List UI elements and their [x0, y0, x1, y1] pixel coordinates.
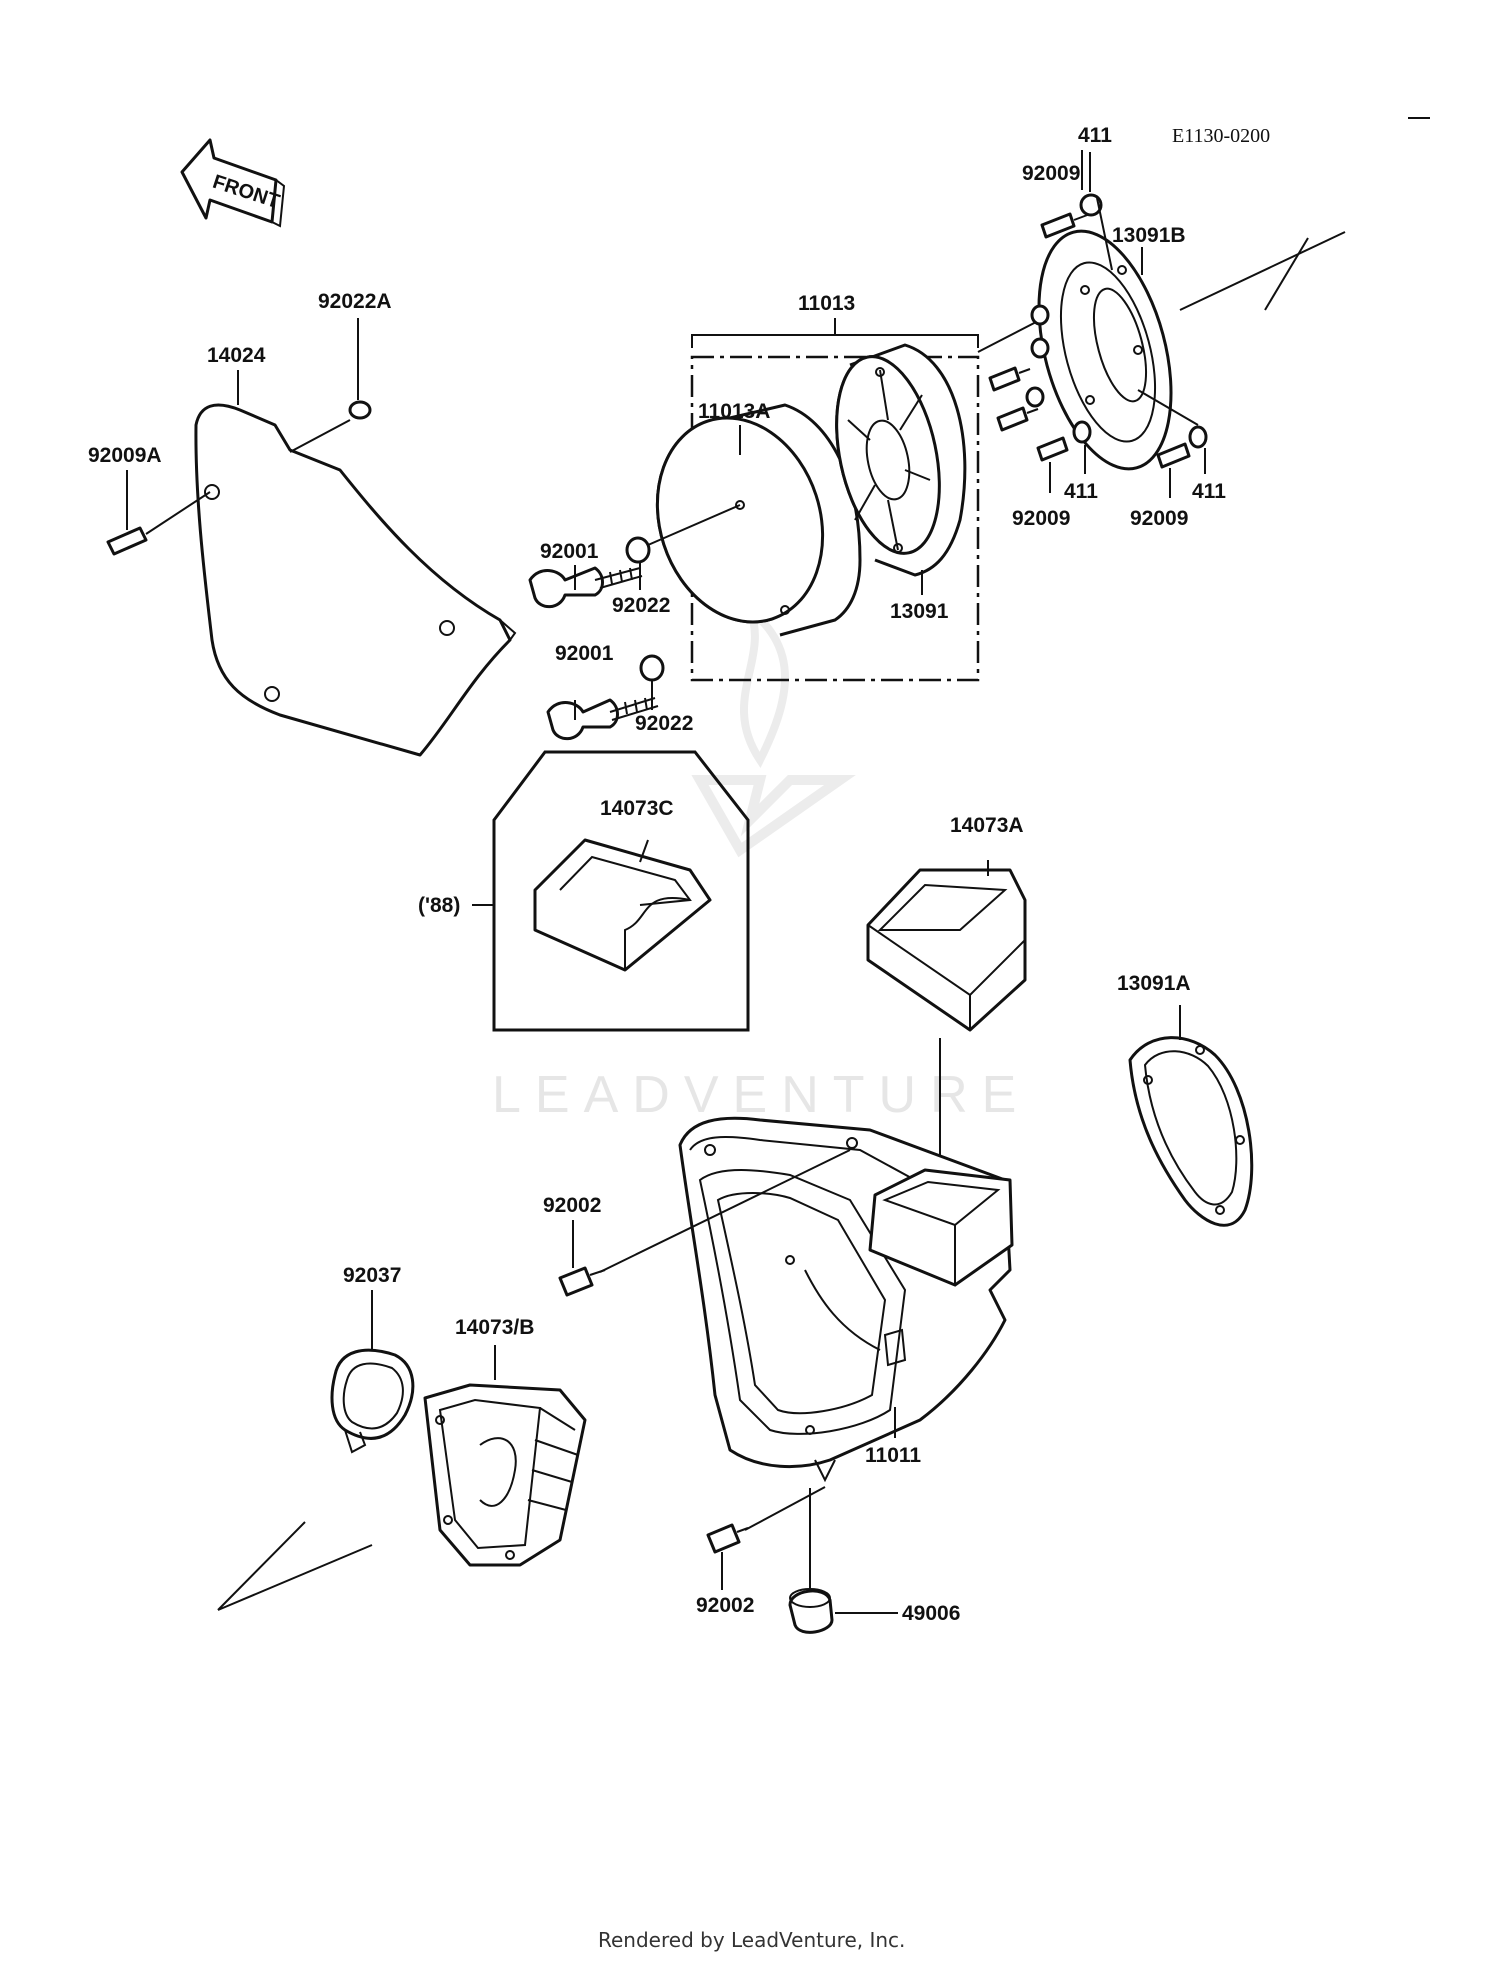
label-92001-a: 92001: [540, 540, 599, 563]
air-duct-14073C: [533, 838, 712, 972]
bolt-92002-a: [558, 1266, 606, 1297]
diagram-code: E1130-0200: [1172, 125, 1270, 147]
leadventure-watermark: LEADVENTURE: [492, 597, 1030, 1124]
front-arrow: FRONT: [180, 138, 286, 228]
screw-92009A: [106, 491, 211, 556]
label-92022A: 92022A: [318, 290, 392, 313]
washer-a: [1030, 304, 1050, 326]
drain-cap-49006: [788, 1588, 834, 1634]
label-13091A: 13091A: [1117, 972, 1191, 995]
label-92009A: 92009A: [88, 444, 162, 467]
washer-92022A: [348, 400, 372, 420]
variant-box-88: [492, 750, 750, 1032]
air-duct-14073A: [866, 868, 1027, 1032]
label-92009-top: 92009: [1022, 162, 1080, 185]
label-92009-right: 92009: [1130, 507, 1188, 530]
label-92022-b: 92022: [635, 712, 693, 735]
washer-c: [1025, 386, 1045, 408]
label-92037: 92037: [343, 1264, 401, 1287]
label-92022-a: 92022: [612, 594, 670, 617]
label-92001-b: 92001: [555, 642, 614, 665]
screw-92009-mid: [1036, 436, 1069, 462]
label-411-mid: 411: [1064, 480, 1098, 503]
label-14073C: 14073C: [600, 797, 674, 820]
label-411-right: 411: [1192, 480, 1226, 503]
label-11013A: 11013A: [698, 400, 770, 423]
label-14073A: 14073A: [950, 814, 1024, 837]
label-92009-mid: 92009: [1012, 507, 1070, 530]
label-13091: 13091: [890, 600, 949, 623]
washer-92022-b: [639, 654, 665, 682]
side-cover-14024: [194, 403, 517, 757]
bolt-92002-b: [706, 1523, 749, 1554]
label-49006: 49006: [902, 1602, 960, 1625]
screw-c: [996, 406, 1039, 432]
screw-92009-right: [1156, 442, 1191, 469]
label-92002-b: 92002: [696, 1594, 754, 1617]
wing-bolt-92001-a: [528, 566, 643, 609]
gasket-13091A: [1128, 1036, 1254, 1227]
washer-b: [1030, 337, 1050, 359]
label-411-top: 411: [1078, 124, 1112, 147]
air-filter-element-11013A: [655, 403, 862, 637]
label-14024: 14024: [207, 344, 266, 367]
washer-411-mid: [1072, 420, 1092, 444]
air-cleaner-case-11011: [678, 1116, 1014, 1483]
label-88: ('88): [418, 894, 460, 917]
label-13091B: 13091B: [1112, 224, 1186, 247]
screw-b: [988, 366, 1031, 392]
filter-plate-13091B: [1037, 229, 1173, 471]
clamp-92037: [330, 1348, 415, 1454]
wing-bolt-92001-b: [546, 697, 659, 741]
footer-credit: Rendered by LeadVenture, Inc.: [598, 1928, 905, 1952]
label-14073B: 14073/B: [455, 1316, 534, 1339]
filter-holder-13091: [835, 343, 967, 577]
washer-411-top: [1079, 193, 1103, 217]
air-duct-14073B: [423, 1383, 587, 1567]
label-11011: 11011: [865, 1444, 921, 1467]
washer-411-right: [1188, 425, 1208, 449]
watermark-text: LEADVENTURE: [492, 1066, 1030, 1124]
label-11013: 11013: [798, 292, 855, 315]
label-92002-a: 92002: [543, 1194, 601, 1217]
washer-92022-a: [625, 536, 651, 564]
